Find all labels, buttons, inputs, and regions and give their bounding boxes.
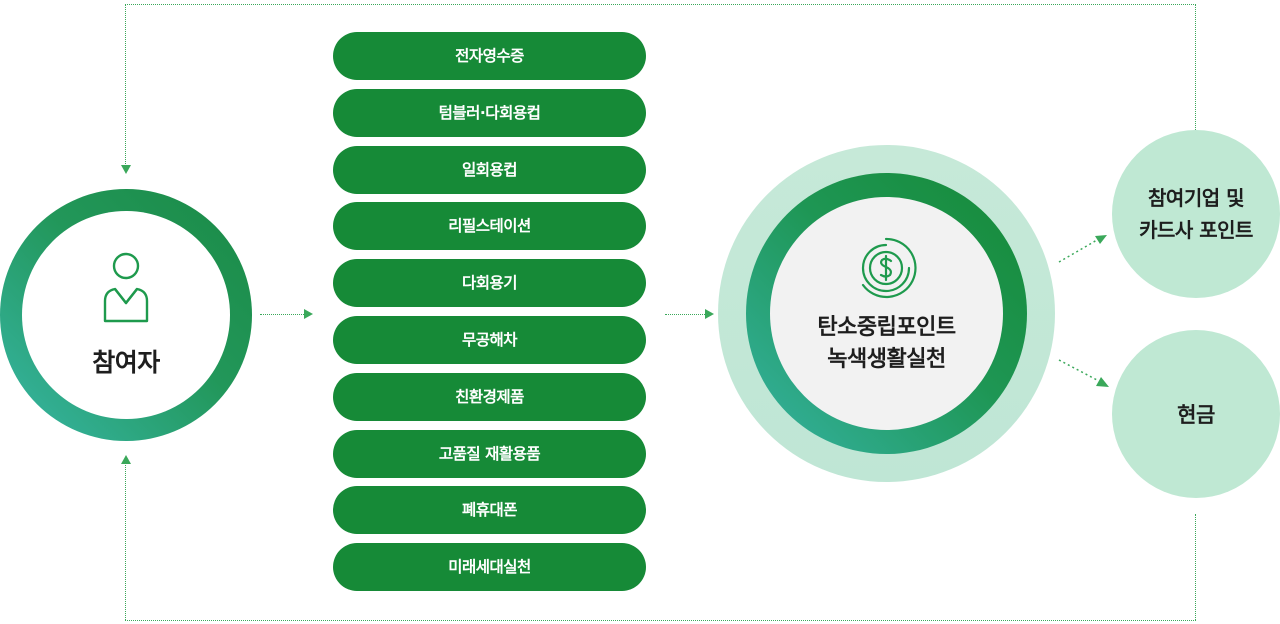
reward-connectors	[1058, 235, 1109, 387]
reward-company-line2: 카드사 포인트	[1139, 218, 1253, 242]
participant-label: 참여자	[92, 348, 160, 377]
carbon-point-label: 탄소중립포인트 녹색생활실천	[770, 312, 1003, 376]
activity-pill[interactable]: 고품질 재활용품	[333, 429, 646, 478]
activity-pill[interactable]: 일회용컵	[333, 145, 646, 194]
arrow-right-to-center	[705, 309, 714, 319]
activity-pill[interactable]: 폐휴대폰	[333, 486, 646, 535]
arrow-down-to-participant	[121, 165, 131, 174]
carbon-point-line2: 녹색생활실천	[827, 347, 946, 372]
activity-pill[interactable]: 무공해차	[333, 315, 646, 364]
reward-company-line1: 참여기업 및	[1148, 186, 1244, 210]
activity-pill[interactable]: 다회용기	[333, 259, 646, 308]
reward-company-points: 참여기업 및 카드사 포인트	[1112, 130, 1280, 298]
loop-top-right-drop	[1195, 4, 1196, 132]
arrow-up-to-participant	[121, 455, 131, 464]
carbon-point-inner: 탄소중립포인트 녹색생활실천	[770, 197, 1003, 430]
person-icon	[103, 252, 149, 323]
arrow-right-to-list	[304, 309, 313, 319]
carbon-point-ring: 탄소중립포인트 녹색생활실천	[746, 173, 1027, 454]
loop-bottom-line	[125, 620, 1196, 621]
reward-cash-label: 현금	[1177, 403, 1215, 427]
activity-pill[interactable]: 텀블러·다회용컵	[333, 88, 646, 137]
activity-list: 전자영수증 텀블러·다회용컵 일회용컵 리필스테이션 다회용기 무공해차 친환경…	[333, 32, 646, 600]
activity-pill[interactable]: 미래세대실천	[333, 543, 646, 592]
carbon-point-halo: 탄소중립포인트 녹색생활실천	[718, 145, 1055, 482]
activity-pill[interactable]: 리필스테이션	[333, 202, 646, 251]
coin-dollar-icon	[861, 237, 917, 299]
loop-bottom-right-rise	[1195, 514, 1196, 620]
connector-participant-to-list	[260, 314, 304, 315]
activity-pill[interactable]: 전자영수증	[333, 32, 646, 80]
participant-circle: 참여자	[0, 189, 252, 441]
loop-top-left-drop	[125, 4, 126, 164]
activity-pill[interactable]: 친환경제품	[333, 372, 646, 421]
participant-inner: 참여자	[22, 211, 230, 419]
connector-list-to-center	[665, 314, 705, 315]
carbon-point-line1: 탄소중립포인트	[817, 315, 956, 340]
reward-company-text: 참여기업 및 카드사 포인트	[1112, 182, 1280, 246]
loop-bottom-left-rise	[125, 465, 126, 620]
loop-top-line	[125, 4, 1196, 5]
reward-cash: 현금	[1112, 330, 1280, 498]
